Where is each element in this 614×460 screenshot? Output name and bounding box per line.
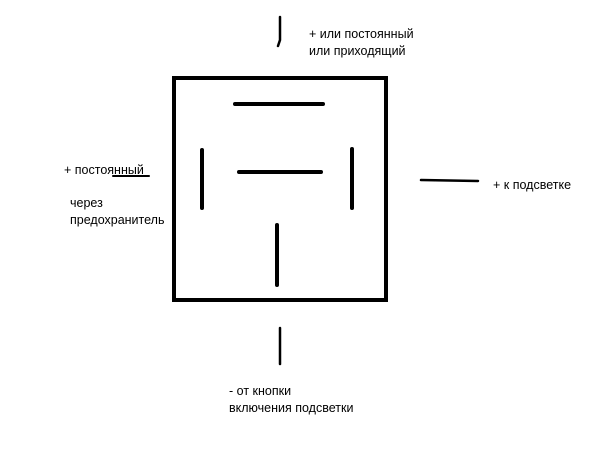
label-left-line-2: через <box>70 196 103 210</box>
label-left-constant: + постоянный <box>64 162 144 179</box>
label-top-input: + или постоянный или приходящий <box>309 26 414 60</box>
label-top-line-2: или приходящий <box>309 44 406 58</box>
label-bottom-line-1: - от кнопки <box>229 384 292 398</box>
label-bottom-line-2: включения подсветки <box>229 401 354 415</box>
label-left-line-3: предохранитель <box>70 213 165 227</box>
relay-body <box>172 76 388 302</box>
label-right-output: + к подсветке <box>493 177 571 194</box>
connector-top <box>276 15 282 48</box>
label-bottom-switch: - от кнопки включения подсветки <box>229 383 353 417</box>
label-left-fuse: через предохранитель <box>70 195 164 229</box>
label-top-line-1: + или постоянный <box>309 27 414 41</box>
label-right-line-1: + к подсветке <box>493 178 572 192</box>
label-left-line-1: + постоянный <box>64 163 144 177</box>
connector-right <box>419 178 480 183</box>
